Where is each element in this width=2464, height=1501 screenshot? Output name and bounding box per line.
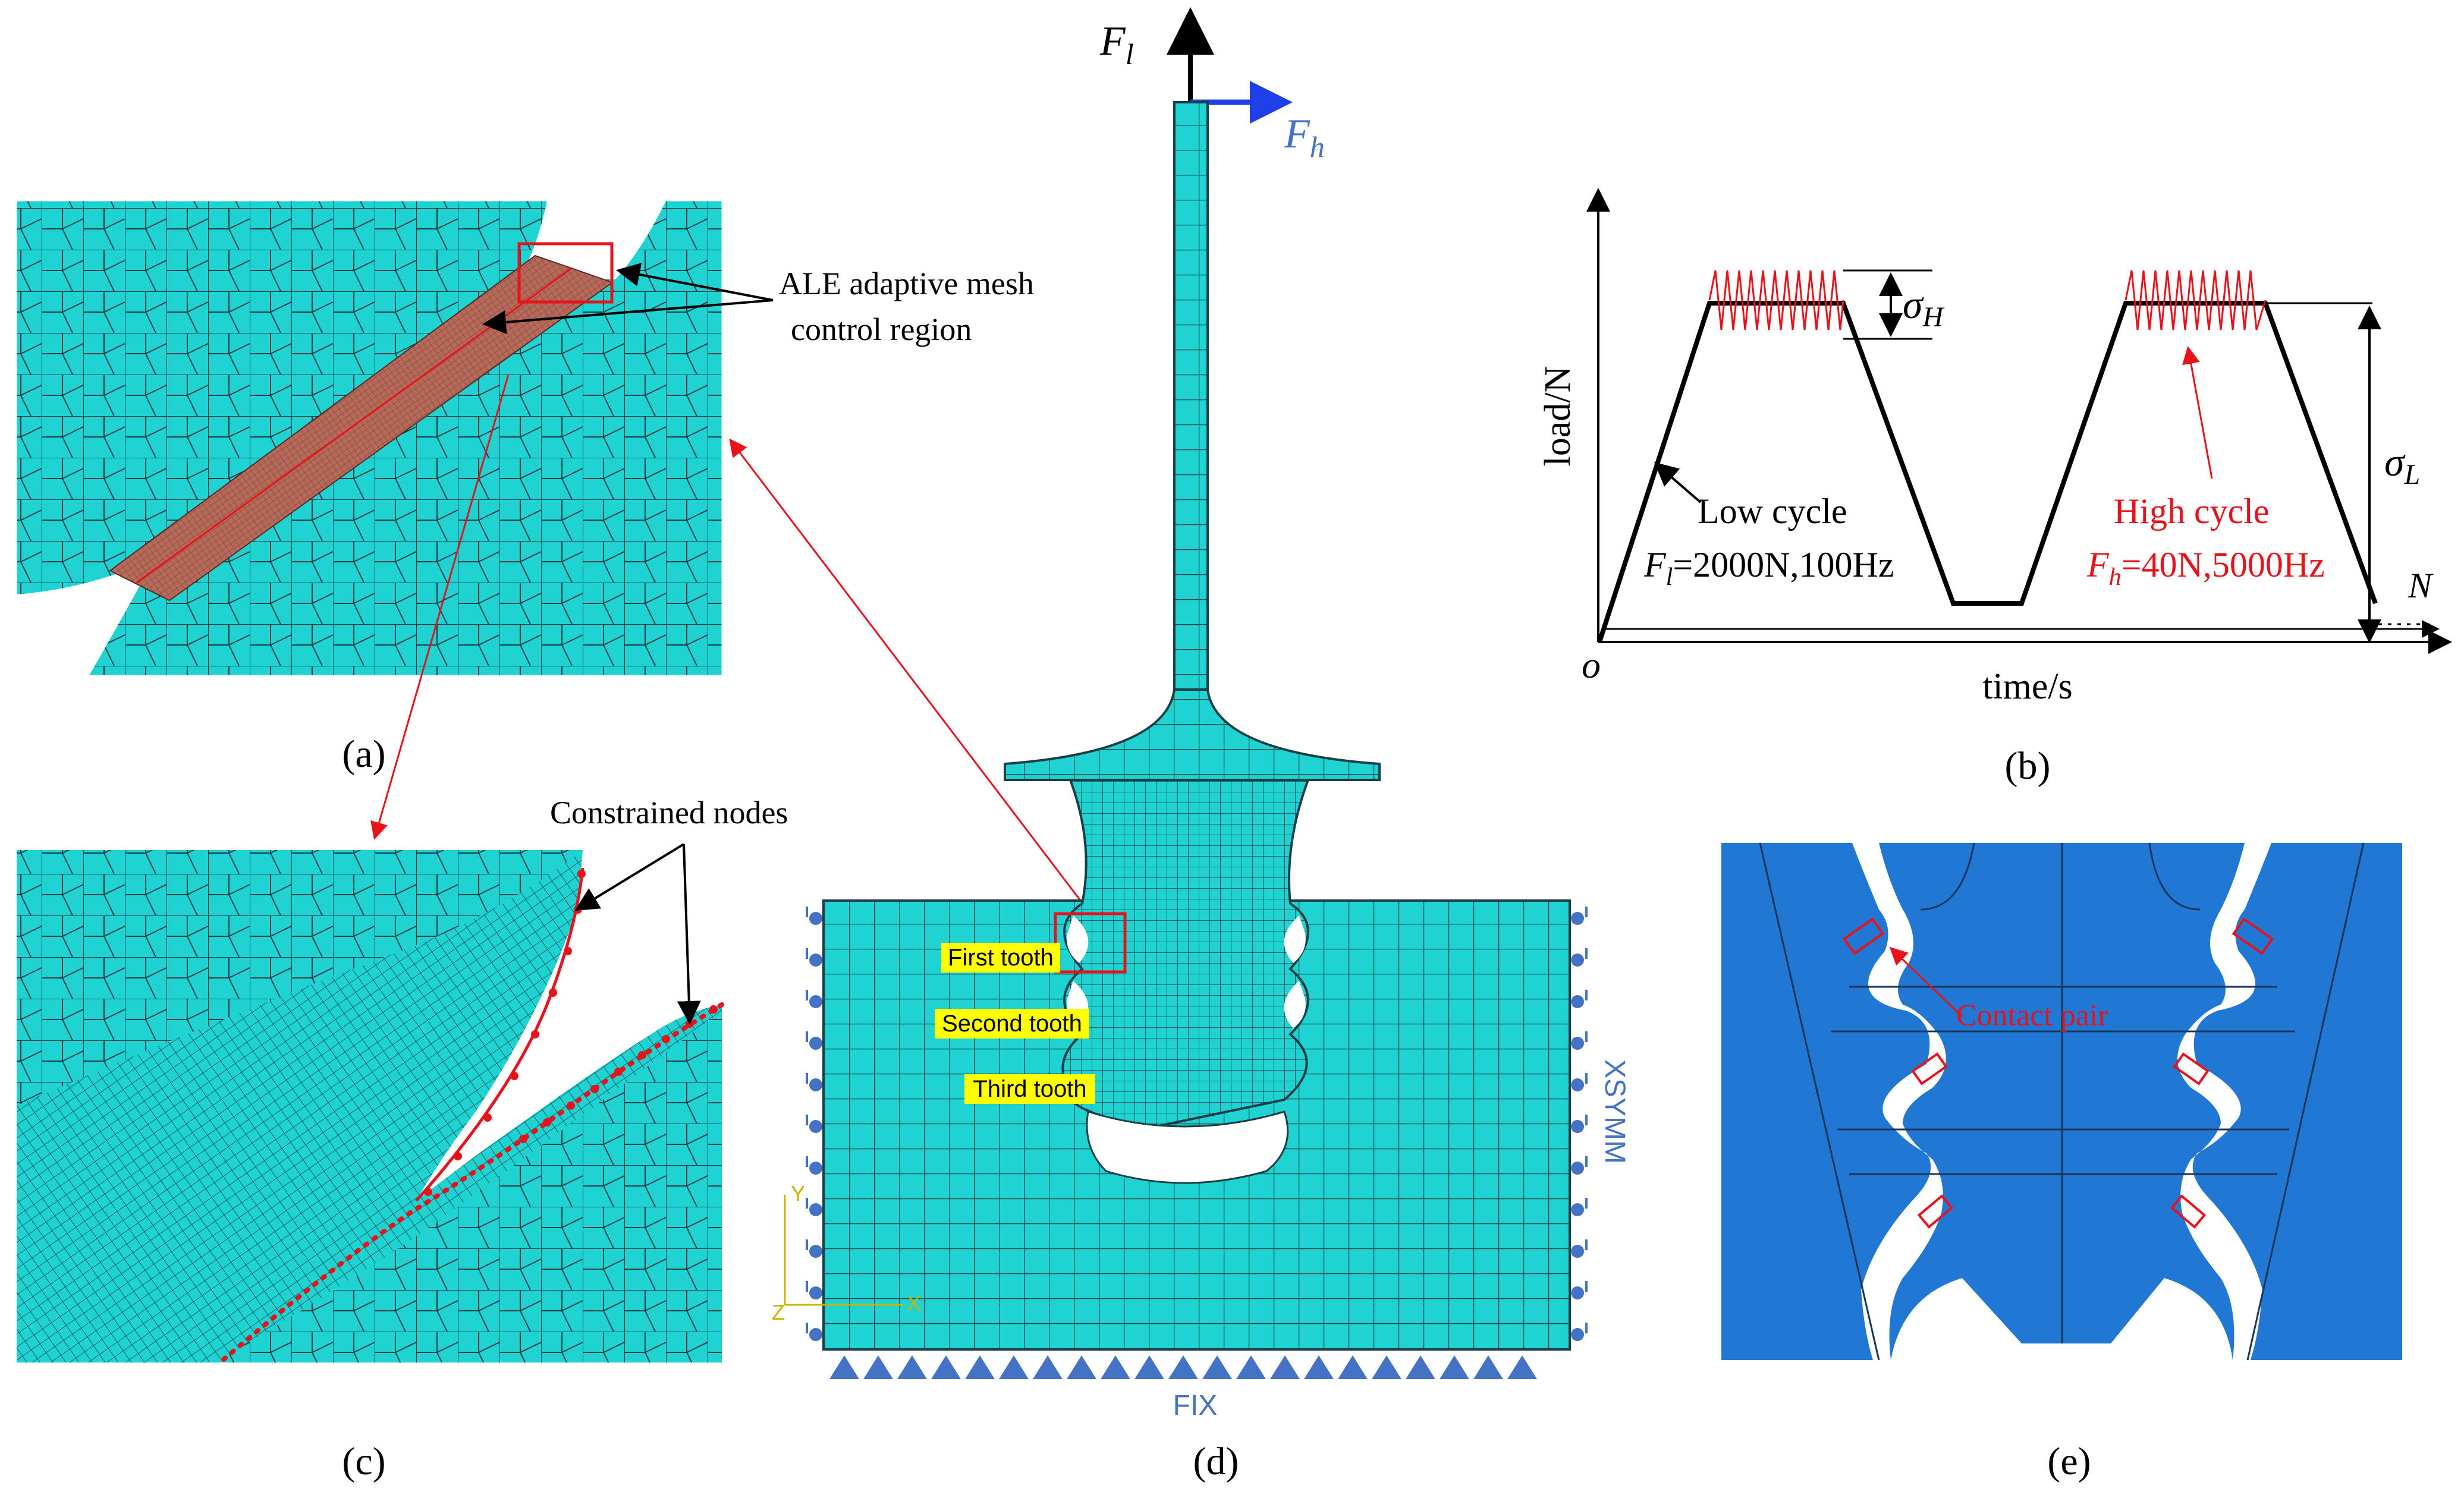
sigma-l-sub: L	[2404, 459, 2421, 490]
root-gap-left	[1852, 843, 1946, 1360]
svg-text:Fh=40N,5000Hz: Fh=40N,5000Hz	[2086, 545, 2325, 591]
blue-triangle-icon	[829, 1355, 859, 1379]
high-cycle-title: High cycle	[2114, 492, 2270, 531]
tooth-1-label: First tooth	[948, 945, 1054, 971]
annotation-arrow-a1	[482, 299, 774, 334]
fix-label: FIX	[1173, 1390, 1218, 1421]
panel-e: Contact pair (e)	[1721, 842, 2402, 1483]
panel-c: Constrained nodes (c)	[17, 795, 788, 1483]
fix-bc	[829, 1355, 1537, 1379]
force-fl-symbol: F	[1099, 18, 1126, 64]
high-cycle-value: =40N,5000Hz	[2122, 545, 2325, 584]
panel-label-e: (e)	[2047, 1440, 2091, 1483]
fir-tree-root	[1061, 779, 1310, 1131]
low-cycle-value: =2000N,100Hz	[1673, 545, 1894, 584]
axis-x-label: X	[907, 1291, 921, 1316]
link-arrow-d-to-a	[729, 438, 1095, 919]
svg-text:Fl=2000N,100Hz: Fl=2000N,100Hz	[1643, 545, 1894, 591]
coordinate-triad: Y Z X	[772, 1181, 921, 1324]
high-cycle-symbol: F	[2086, 545, 2110, 584]
panel-b: o load/N time/s σH σL N Low cycle Fl=200…	[1538, 188, 2452, 788]
annotation-arrow-c2	[677, 844, 701, 1025]
panel-a: ALE adaptive mesh control region (a)	[16, 200, 1034, 776]
root-gap-right	[2177, 843, 2271, 1360]
gap-c	[416, 850, 722, 1201]
svg-text:Fh: Fh	[1284, 111, 1325, 163]
panel-label-a: (a)	[342, 732, 385, 776]
annotation-arrow-a2	[616, 263, 774, 301]
high-cycle-zigzag-1	[1708, 270, 1844, 331]
force-fh-symbol: F	[1284, 111, 1310, 157]
xsymm-bc-left	[809, 912, 822, 1341]
low-cycle-symbol: F	[1643, 545, 1667, 584]
blade-airfoil	[1173, 101, 1209, 716]
gap-top-a	[517, 201, 666, 279]
annotation-arrow-c1	[574, 843, 685, 911]
tooth-1-label-bg	[941, 943, 1060, 973]
xsymm-bc-right	[1571, 912, 1584, 1341]
b-x-axis-label: time/s	[1982, 666, 2073, 707]
constrained-node-line-2	[218, 1002, 724, 1365]
sigma-h-sub: H	[1922, 301, 1945, 333]
contact-pair-pointer	[1889, 946, 1963, 1018]
panel-d: Fl Fh First tooth Second tooth Third too…	[772, 7, 1630, 1483]
partition-lines	[1759, 842, 2365, 1361]
low-cycle-curve	[1597, 301, 2378, 643]
gap-bottom-a	[17, 559, 155, 675]
link-arrow-a-to-c	[370, 374, 510, 840]
low-cycle-pointer	[1654, 462, 1702, 504]
constrained-node-line-1	[415, 867, 584, 1202]
high-cycle-pointer	[2182, 346, 2213, 479]
tooth-2-label-bg	[935, 1009, 1089, 1039]
tooth-3-label-bg	[964, 1074, 1095, 1104]
sigma-h-symbol: σ	[1903, 282, 1924, 327]
force-fl-sub: l	[1126, 37, 1134, 71]
b-y-axis-label: load/N	[1538, 366, 1578, 467]
contact-pair-label: Contact pair	[1956, 999, 2108, 1033]
panel-label-b: (b)	[2005, 744, 2051, 788]
sigma-l-symbol: σ	[2384, 439, 2406, 484]
tooth-3-label: Third tooth	[973, 1076, 1086, 1102]
mesh-fine-c	[17, 850, 722, 1362]
panel-label-d: (d)	[1193, 1440, 1239, 1483]
tooth-2-label: Second tooth	[942, 1011, 1082, 1037]
b-origin-label: o	[1582, 644, 1601, 686]
blue-circle-icon	[1571, 912, 1584, 925]
svg-text:Fl: Fl	[1099, 18, 1134, 71]
xsymm-label: XSYMM	[1599, 1059, 1630, 1164]
blade-platform	[1004, 688, 1381, 781]
svg-text:σH: σH	[1903, 282, 1945, 333]
svg-text:σL: σL	[2384, 439, 2420, 490]
root-bottom-gap	[1086, 1110, 1289, 1184]
low-cycle-title: Low cycle	[1698, 492, 1847, 531]
high-cycle-zigzag-2	[2124, 270, 2267, 331]
force-fh-sub: h	[1310, 130, 1325, 163]
high-cycle-sub: h	[2109, 564, 2122, 591]
annotation-ale-line1: ALE adaptive mesh	[779, 266, 1034, 301]
root-bottom-pocket	[1891, 1278, 2233, 1360]
axis-y-label: Y	[791, 1181, 805, 1206]
low-cycle-sub: l	[1666, 564, 1673, 591]
blue-circle-icon	[809, 912, 822, 925]
contact-pair-markers	[1842, 917, 2274, 1229]
n-label: N	[2408, 566, 2434, 605]
zoom-box-a	[517, 242, 614, 304]
axis-z-label: Z	[772, 1300, 785, 1324]
panel-label-c: (c)	[342, 1440, 385, 1483]
annotation-constrained-nodes: Constrained nodes	[550, 795, 788, 830]
annotation-ale-line2: control region	[791, 311, 972, 347]
